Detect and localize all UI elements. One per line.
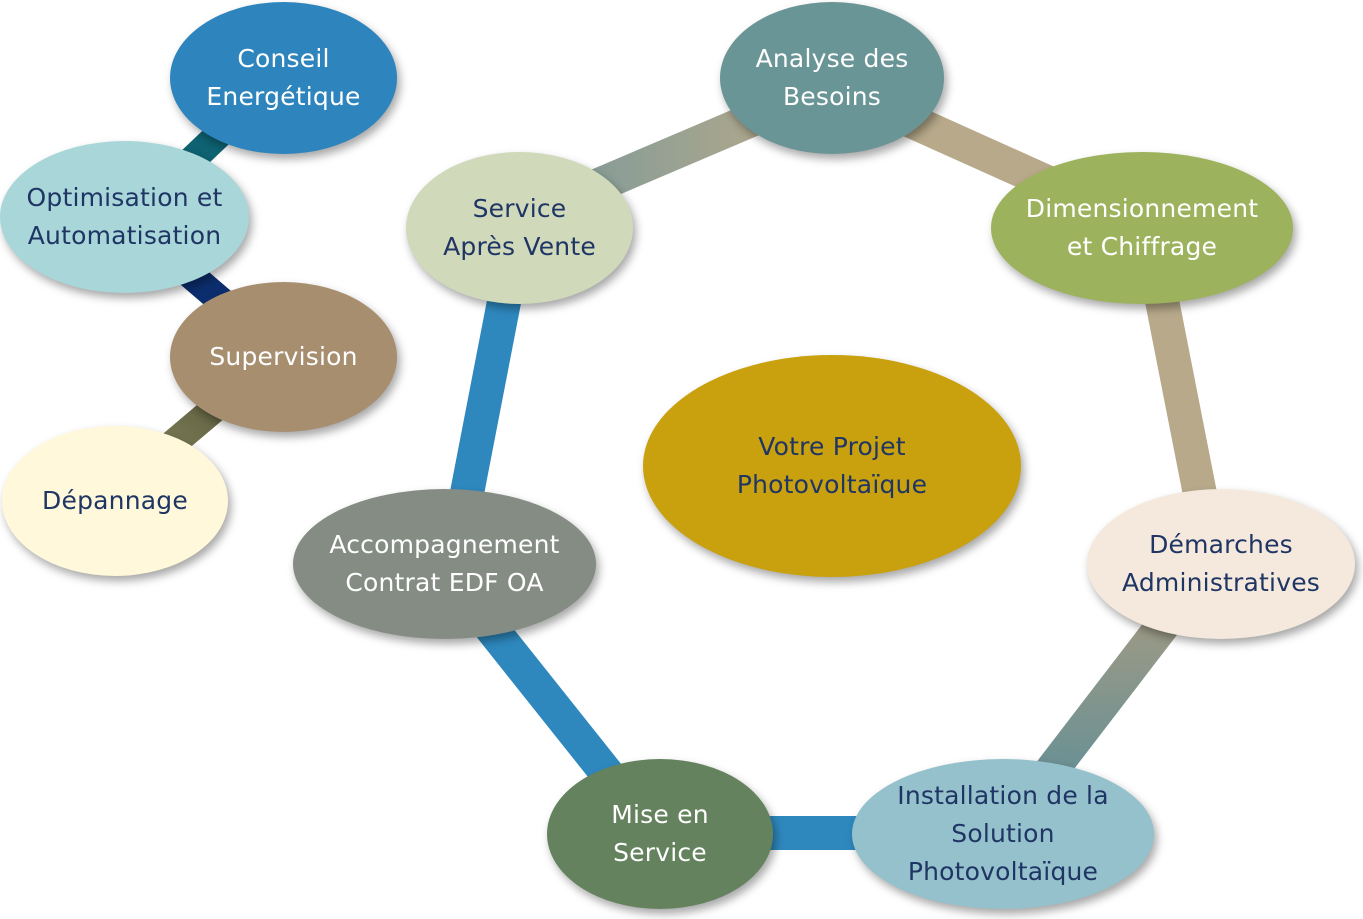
cycle-node-label: Analyse des [755, 44, 909, 73]
cycle-node-label: Besoins [782, 82, 882, 111]
cycle-node-dimensionnement: Dimensionnement et Chiffrage [991, 152, 1293, 304]
cycle-node-label: Service [613, 838, 707, 867]
cycle-node-label: Photovoltaïque [907, 857, 1099, 886]
cycle-node-mise-en-service: Mise en Service [547, 759, 773, 909]
cycle-node-label: Contrat EDF OA [345, 568, 544, 597]
chain-node-supervision: Supervision [170, 282, 397, 432]
cycle-node-label: Dimensionnement [1025, 194, 1259, 223]
cycle-node-label: et Chiffrage [1066, 232, 1218, 261]
chain-node-label: Optimisation et [26, 183, 223, 212]
center-node-line1: Votre Projet [758, 432, 906, 461]
chain-node-label: Automatisation [27, 221, 222, 250]
cycle-node-label: Service [472, 194, 567, 223]
cycle-node-label: Mise en [611, 800, 709, 829]
cycle-node-analyse-des-besoins: Analyse des Besoins [720, 2, 944, 154]
cycle-node-label: Installation de la [897, 781, 1109, 810]
chain-node-conseil-energetique: Conseil Energétique [170, 2, 397, 154]
chain-node-depannage: Dépannage [2, 426, 228, 576]
chain-node-label: Energétique [206, 82, 361, 111]
cycle-node-service-apres-vente: Service Après Vente [406, 152, 633, 304]
chain-node-optimisation: Optimisation et Automatisation [0, 141, 249, 293]
chain-node-label: Conseil [237, 44, 330, 73]
cycle-node-label: Administratives [1122, 568, 1320, 597]
cycle-node-label: Solution [951, 819, 1055, 848]
center-node-votre-projet: Votre Projet Photovoltaïque [643, 355, 1021, 577]
chain-node-label: Dépannage [42, 486, 188, 515]
cycle-node-accompagnement: Accompagnement Contrat EDF OA [293, 489, 596, 639]
cycle-node-label: Après Vente [443, 232, 596, 261]
cycle-node-installation: Installation de la Solution Photovoltaïq… [852, 759, 1154, 909]
cycle-node-label: Démarches [1149, 530, 1293, 559]
cycle-node-demarches-administratives: Démarches Administratives [1087, 489, 1355, 639]
cycle-node-label: Accompagnement [329, 530, 560, 559]
chain-node-label: Supervision [209, 342, 358, 371]
center-node-line2: Photovoltaïque [736, 470, 928, 499]
